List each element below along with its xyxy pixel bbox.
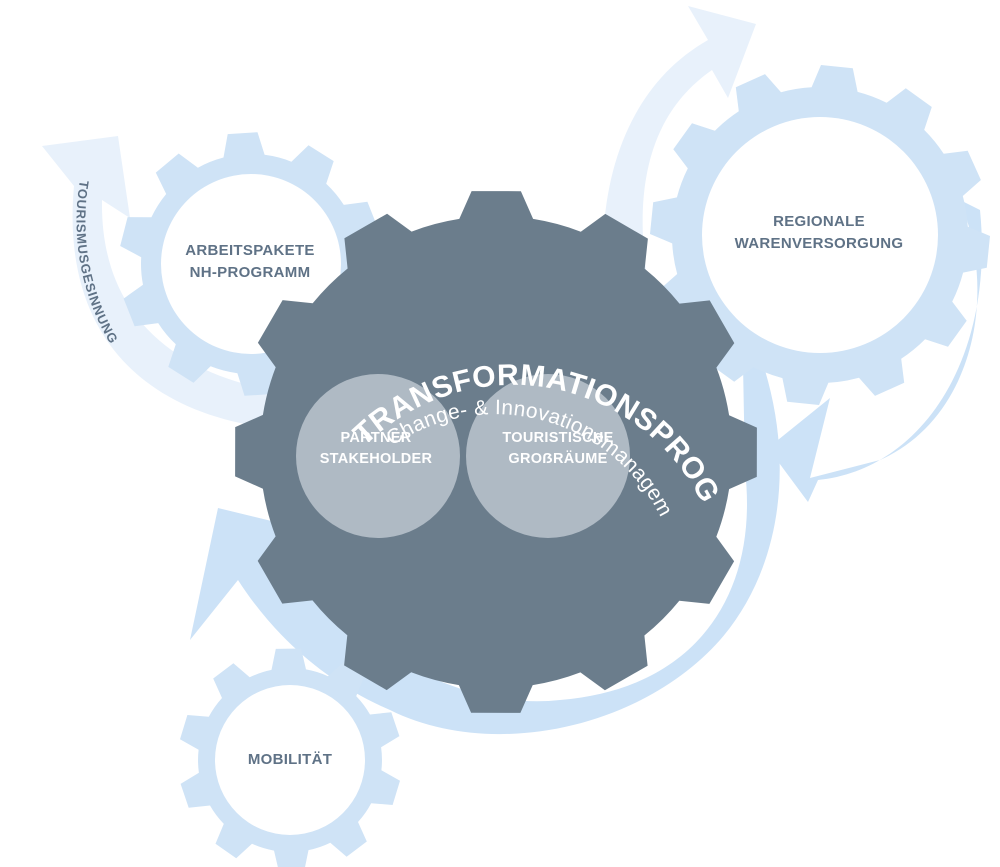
arrow-bottom-sweep <box>190 312 780 735</box>
regionale-label-line2: WARENVERSORGUNG <box>735 235 904 252</box>
venn-circle-left <box>296 374 460 538</box>
gear-mobilitaet <box>180 648 400 867</box>
venn-circle-right <box>466 374 630 538</box>
gear-regionale <box>650 65 990 405</box>
venn-right-line1: TOURISTISCHE <box>502 430 613 446</box>
arbeitspakete-label-line1: ARBEITSPAKETE <box>185 242 314 259</box>
arrow-right <box>768 200 982 502</box>
gearMobilitaet-center <box>215 685 365 835</box>
venn-left-line2: STAKEHOLDER <box>320 451 433 467</box>
mobilitaet-label: MOBILITÄT <box>248 751 332 768</box>
venn-right-line2: GROẞRÄUME <box>508 450 607 467</box>
regionale-label-line1: REGIONALE <box>773 213 865 230</box>
gearRegionale-center <box>702 117 938 353</box>
venn-left-line1: PARTNER <box>340 430 411 446</box>
arbeitspakete-label-line2: NH-PROGRAMM <box>190 264 311 281</box>
